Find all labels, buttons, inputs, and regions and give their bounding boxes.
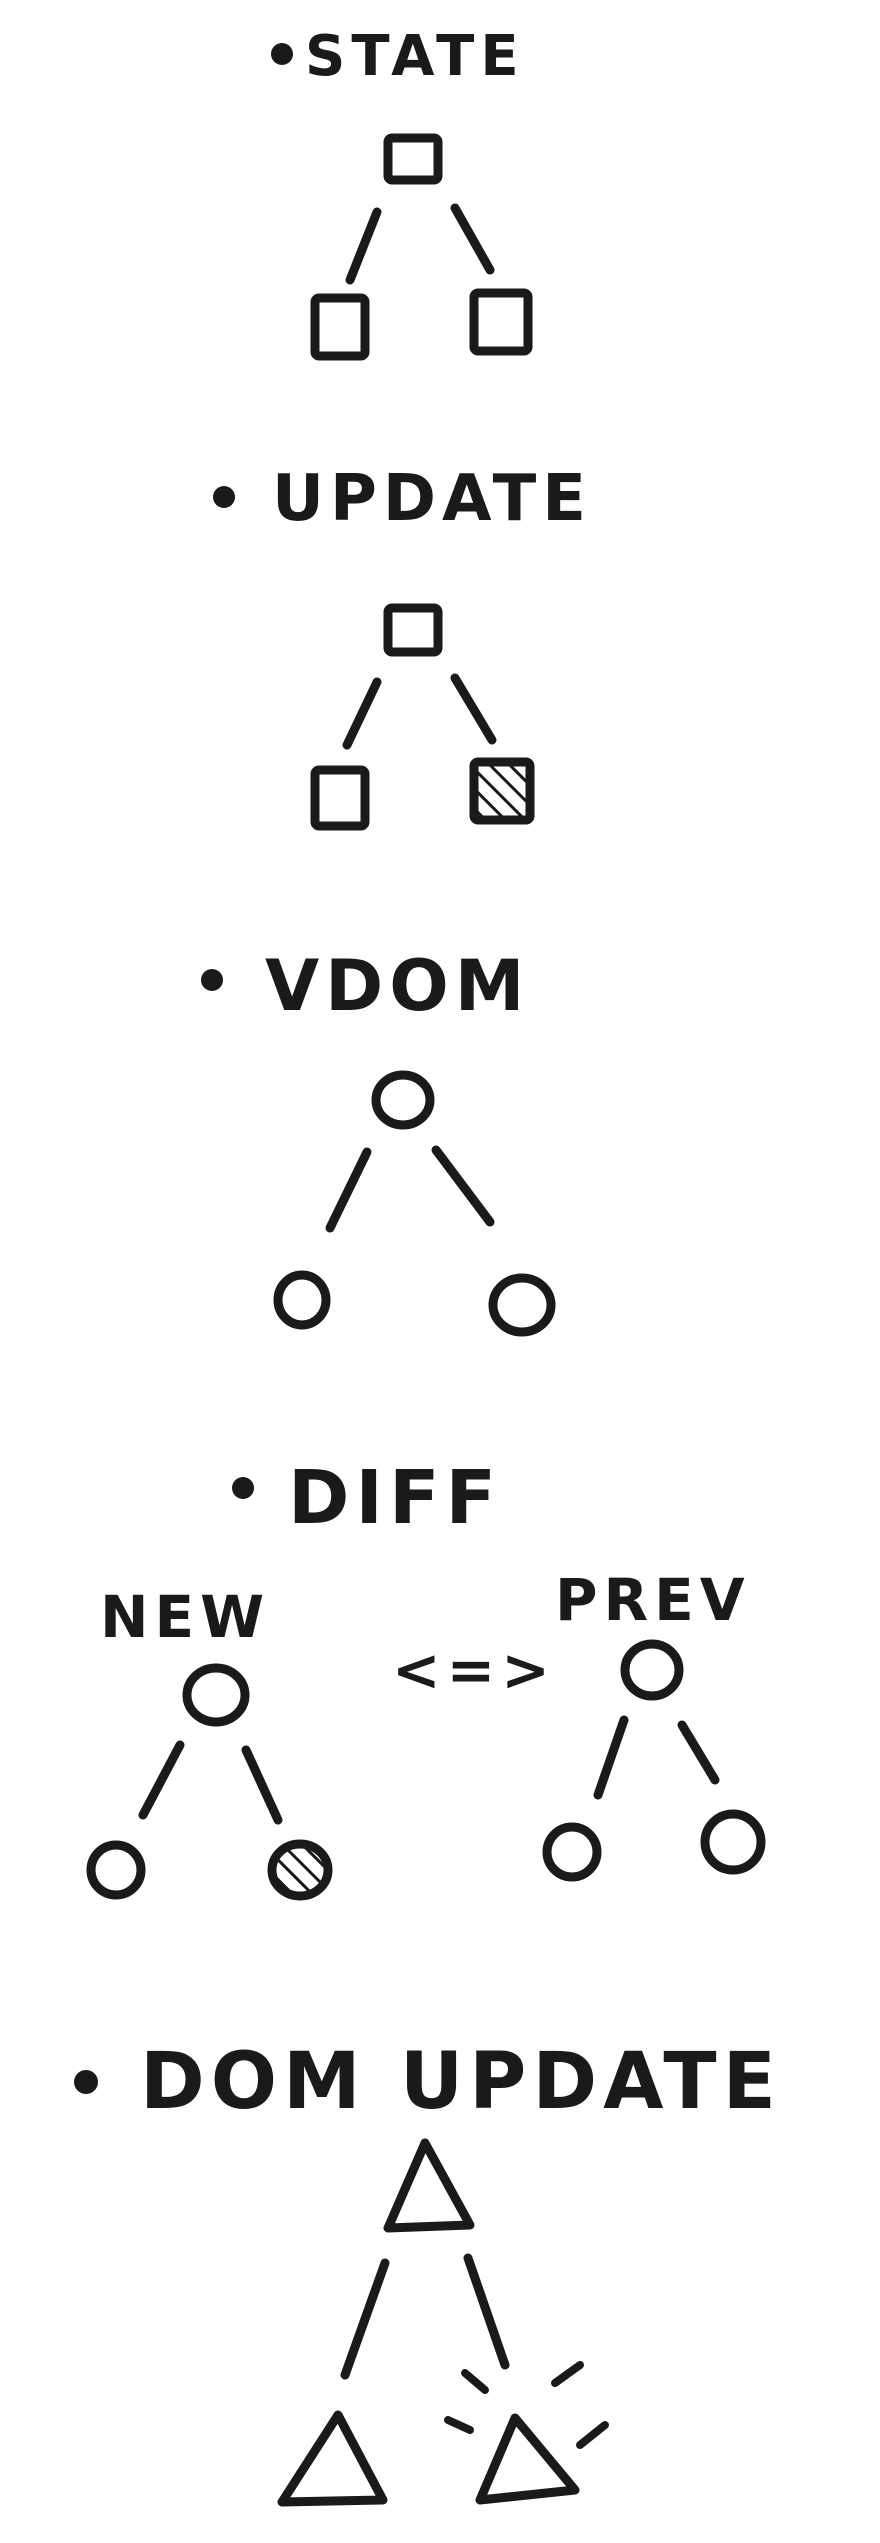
node-right-new-changed: [267, 1839, 333, 1901]
node-right-dom-changed: [475, 2413, 580, 2505]
section-dom-update: DOM UPDATE: [74, 2037, 782, 2507]
bullet-diff: [232, 1477, 254, 1499]
edge-right-new: [241, 1745, 283, 1825]
node-root-vdom: [371, 1070, 435, 1130]
label-new: NEW: [100, 1583, 270, 1651]
bullet-update: [213, 486, 235, 508]
node-root-new: [182, 1663, 250, 1727]
node-right-prev: [700, 1809, 766, 1875]
edge-right-update: [450, 673, 497, 745]
node-left-prev: [542, 1822, 602, 1882]
title-update: UPDATE: [272, 462, 592, 536]
edge-left-dom: [340, 2258, 390, 2380]
bullet-dom-update: [74, 2070, 98, 2094]
section-update: UPDATE: [213, 462, 592, 831]
title-dom-update: DOM UPDATE: [140, 2037, 782, 2127]
node-root-dom: [383, 2138, 475, 2233]
node-right-state: [469, 288, 533, 356]
node-root-state: [383, 133, 443, 185]
tree-vdom: [273, 1070, 556, 1337]
edge-right-dom: [463, 2253, 510, 2370]
title-vdom: VDOM: [265, 945, 530, 1027]
bullet-state: [271, 43, 293, 65]
edge-left-new: [138, 1740, 185, 1820]
node-left-dom: [277, 2410, 388, 2507]
compare-symbol: <=>: [392, 1636, 556, 1704]
bullet-vdom: [201, 969, 223, 991]
node-right-update-changed: [469, 757, 535, 825]
edge-left-update: [342, 677, 382, 750]
edge-right-vdom: [431, 1145, 495, 1227]
node-right-vdom: [488, 1273, 556, 1337]
edge-left-vdom: [325, 1147, 372, 1233]
edge-left-prev: [593, 1715, 629, 1800]
section-vdom: VDOM: [201, 945, 556, 1337]
tree-diff-new: [86, 1663, 333, 1901]
edge-right-prev: [677, 1720, 720, 1785]
node-left-update: [310, 765, 370, 831]
title-diff: DIFF: [288, 1455, 502, 1541]
tree-diff-prev: [542, 1639, 766, 1882]
section-state: STATE: [271, 24, 533, 361]
node-left-new: [86, 1840, 146, 1900]
node-left-state: [310, 293, 370, 361]
section-diff: DIFF NEW <=> PREV: [86, 1455, 766, 1901]
tree-dom-update: [277, 2138, 609, 2507]
tree-state: [310, 133, 533, 361]
update-spark-marks: [444, 2361, 609, 2449]
edge-left-state: [345, 207, 382, 285]
label-prev: PREV: [555, 1566, 751, 1634]
tree-update: [310, 603, 535, 831]
title-state: STATE: [305, 24, 525, 89]
node-root-update: [383, 603, 443, 657]
node-root-prev: [620, 1639, 684, 1701]
node-left-vdom: [273, 1270, 331, 1330]
edge-right-state: [450, 203, 495, 275]
